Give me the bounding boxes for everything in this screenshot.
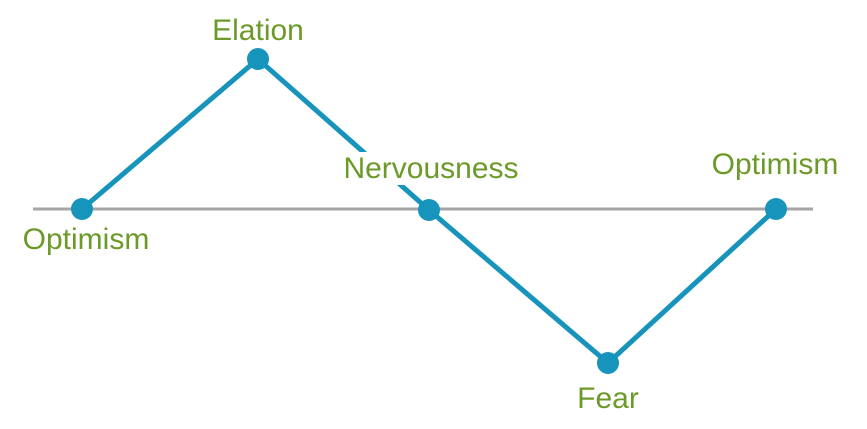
label-optimism-left: Optimism — [23, 223, 150, 256]
label-elation: Elation — [212, 14, 304, 47]
point-dot-optimism-left — [71, 198, 93, 220]
label-fear: Fear — [577, 382, 639, 415]
point-dot-optimism-right — [765, 198, 787, 220]
point-dot-fear — [597, 352, 619, 374]
point-dot-elation — [247, 48, 269, 70]
label-box-nervousness — [267, 152, 595, 185]
label-nervousness: Nervousness — [343, 152, 518, 185]
label-optimism-right: Optimism — [712, 148, 839, 181]
point-dot-nervousness — [418, 199, 440, 221]
